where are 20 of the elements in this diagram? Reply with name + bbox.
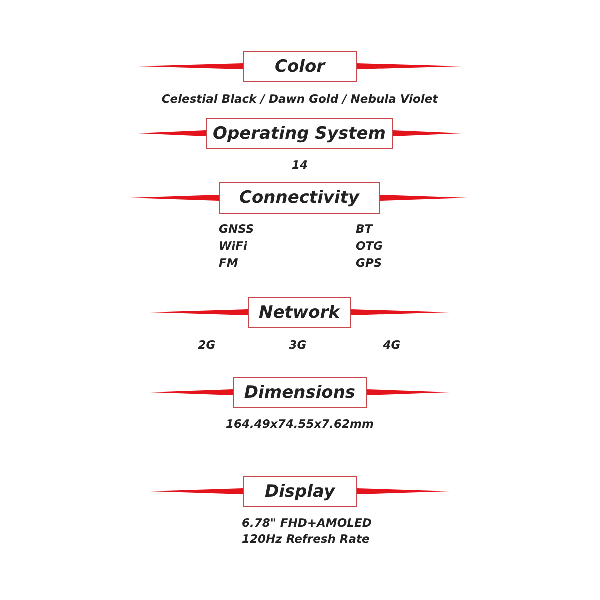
spec-value: 4G [383, 338, 401, 352]
spec-value: WiFi [219, 239, 248, 253]
spec-value: BT [356, 222, 373, 236]
spec-value: 14 [292, 158, 308, 172]
spec-value: FM [219, 256, 238, 270]
spec-value: 3G [289, 338, 307, 352]
section-heading: Dimensions [233, 377, 367, 408]
spec-value: 164.49x74.55x7.62mm [226, 417, 374, 431]
section-heading: Connectivity [219, 182, 380, 214]
section-heading: Color [243, 51, 357, 82]
section-heading: Operating System [206, 118, 393, 149]
spec-value: 6.78" FHD+AMOLED [242, 516, 372, 530]
spec-value: GPS [356, 256, 382, 270]
spec-value: 2G [198, 338, 216, 352]
spec-value: OTG [356, 239, 384, 253]
spec-value: Celestial Black / Dawn Gold / Nebula Violet [162, 92, 438, 106]
section-heading: Display [243, 476, 357, 507]
spec-value: GNSS [219, 222, 254, 236]
spec-value: 120Hz Refresh Rate [242, 532, 370, 546]
section-heading: Network [248, 297, 351, 328]
